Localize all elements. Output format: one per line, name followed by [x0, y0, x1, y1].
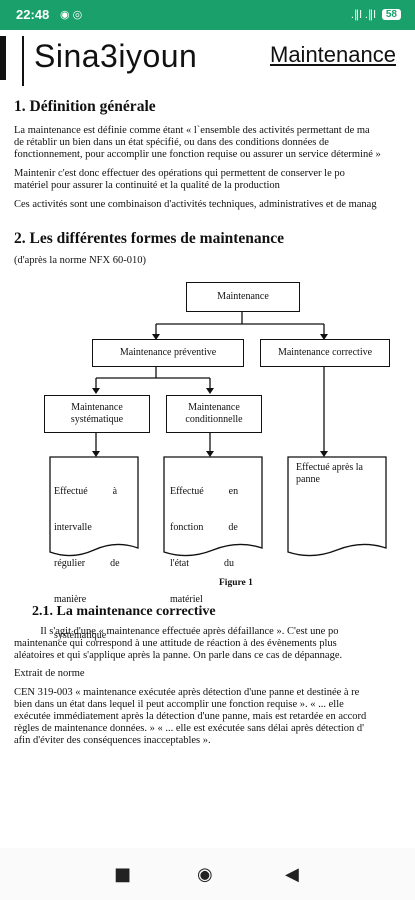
- section1-line: matériel pour assurer la continuité et l…: [14, 180, 280, 191]
- section21-line: règles de maintenance données. » « ... e…: [14, 723, 364, 734]
- note-conditional: Effectué en fonction de l'état du matéri…: [170, 462, 258, 630]
- figure-caption: Figure 1: [219, 578, 253, 588]
- brand-name: Sina3iyoun: [34, 38, 198, 74]
- diagram-systematic-line: systématique: [70, 414, 124, 425]
- diagram-systematic-line: Maintenance: [71, 402, 123, 413]
- navigation-bar: ■ ◉ ◀: [0, 848, 415, 900]
- back-icon[interactable]: ◀: [285, 864, 299, 885]
- note-systematic-line: manière: [54, 594, 87, 605]
- section21-line: Il s'agit d'une « maintenance effectuée …: [14, 626, 339, 637]
- status-right: .∥l .∥l 58: [351, 8, 401, 21]
- note-corrective-line: Effectué après la: [296, 462, 363, 473]
- section1-line: Ces activités sont une combinaison d'act…: [14, 199, 377, 210]
- section2-subtitle: (d'après la norme NFX 60-010): [14, 255, 146, 266]
- home-icon[interactable]: ◉: [197, 864, 213, 885]
- note-conditional-line: l'état du: [170, 558, 235, 569]
- note-corrective: Effectué après la panne: [296, 462, 384, 486]
- note-systematic-line: intervalle: [54, 522, 92, 533]
- diagram-systematic-box: Maintenance systématique: [44, 395, 150, 433]
- section21-line: aléatoires et qui s'applique après la pa…: [14, 650, 343, 661]
- note-corrective-line: panne: [296, 474, 320, 485]
- document-header: Sina3iyoun Maintenance: [0, 30, 415, 88]
- section21-line: maintenance qui correspond à une attitud…: [14, 638, 337, 649]
- note-systematic-line: régulier de: [54, 558, 120, 569]
- section1-line: La maintenance est définie comme étant «…: [14, 125, 370, 136]
- diagram-connectors: [49, 312, 387, 557]
- note-conditional-line: Effectué en: [170, 486, 239, 497]
- note-conditional-line: matériel: [170, 594, 203, 605]
- notification-icons: ◉ ◎: [60, 9, 83, 21]
- section1-line: de rétablir un bien dans un état spécifi…: [14, 137, 329, 148]
- diagram-corrective-label: Maintenance corrective: [277, 347, 373, 358]
- diagram-corrective-box: Maintenance corrective: [260, 339, 390, 367]
- note-conditional-line: fonction de: [170, 522, 238, 533]
- signal-icon: .∥l .∥l: [350, 9, 376, 21]
- diagram-conditional-line: conditionnelle: [185, 414, 243, 425]
- note-systematic-line: systématique: [54, 630, 107, 641]
- diagram-preventive-label: Maintenance préventive: [119, 347, 217, 358]
- note-systematic: Effectué à intervalle régulier de manièr…: [54, 462, 134, 666]
- section21-line: CEN 319-003 « maintenance exécutée après…: [14, 687, 360, 698]
- battery-icon: 58: [381, 9, 401, 20]
- section21-heading: 2.1. La maintenance corrective: [32, 604, 216, 619]
- status-bar: 22:48 ◉ ◎ .∥l .∥l 58: [0, 0, 415, 30]
- section21-line: exécutée immédiatement après la détectio…: [14, 711, 367, 722]
- logo-divider: [22, 36, 24, 86]
- diagram-conditional-box: Maintenance conditionnelle: [166, 395, 262, 433]
- recent-apps-icon[interactable]: ■: [114, 864, 132, 885]
- section21-line: afin d'éviter des conséquences inaccepta…: [14, 735, 211, 746]
- section1-heading: 1. Définition générale: [14, 98, 156, 115]
- section1-line: fonctionnement, pour accomplir une fonct…: [14, 149, 381, 160]
- header-title: Maintenance: [270, 42, 396, 67]
- diagram-conditional-line: Maintenance: [188, 402, 240, 413]
- maintenance-diagram: Maintenance Maintenance préventive Maint…: [14, 282, 415, 641]
- status-time: 22:48: [16, 7, 50, 22]
- logo-mark: [0, 36, 6, 80]
- section21-line: bien dans un état dans lequel il peut ac…: [14, 699, 344, 710]
- section21-line: Extrait de norme: [14, 668, 85, 679]
- diagram-preventive-box: Maintenance préventive: [92, 339, 244, 367]
- section2-heading: 2. Les différentes formes de maintenance: [14, 230, 285, 247]
- section1-line: Maintenir c'est donc effectuer des opéra…: [14, 168, 345, 179]
- note-systematic-line: Effectué à: [54, 486, 118, 497]
- document-page: 1. Définition générale La maintenance es…: [14, 98, 415, 848]
- diagram-root-label: Maintenance: [217, 291, 269, 302]
- diagram-root-box: Maintenance: [186, 282, 300, 312]
